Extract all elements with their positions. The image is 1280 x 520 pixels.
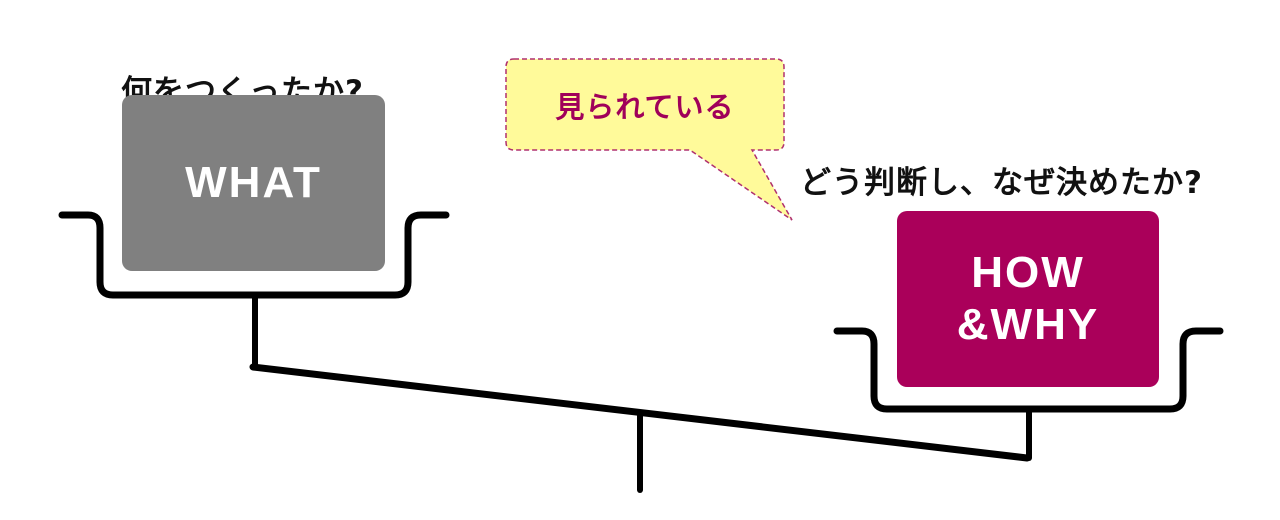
callout-bubble [505,58,793,221]
what-box: WHAT [122,95,385,271]
how-label: HOW [971,248,1085,297]
right-question: どう判断し、なぜ決めたか? [800,165,1203,201]
what-label: WHAT [185,158,322,207]
how-why-box: HOW &WHY [897,211,1159,387]
why-label: &WHY [956,300,1100,349]
callout-text: 見られている [555,89,735,124]
